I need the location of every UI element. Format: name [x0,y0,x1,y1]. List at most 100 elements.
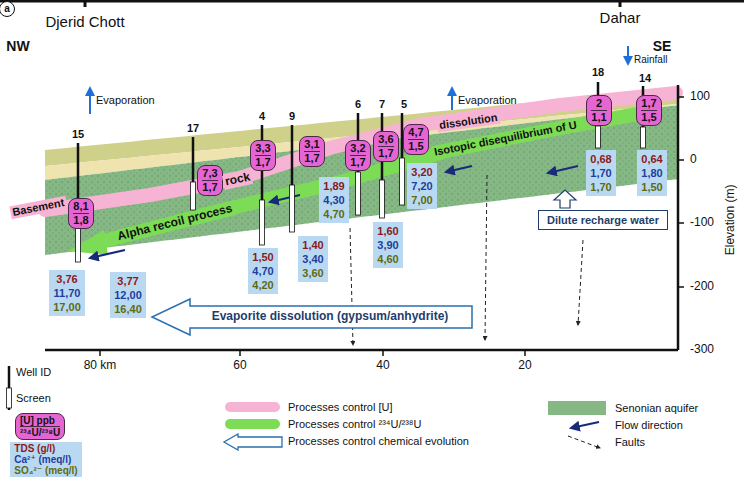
node-text: 7,20 [411,179,432,193]
well-id: 9 [289,110,295,123]
chemistry-box: 3,207,207,00 [407,163,436,209]
node-text: 3,2 [350,142,365,155]
node-text: 1,89 [323,179,344,193]
node-text: 1,5 [641,110,656,124]
legend-swatch [225,402,280,412]
axis-tick-label: -200 [690,280,714,294]
node-text: 1,50 [641,180,662,194]
chemistry-box: 0,681,701,70 [586,150,615,196]
node-text: 3,77 [114,274,142,288]
axis-tick-label: 100 [690,90,710,104]
chemistry-box: 1,504,704,20 [248,248,277,294]
node-text: 1,5 [408,139,423,153]
well-id: 15 [72,128,84,141]
well-id: 4 [259,110,265,123]
node-text: 1,70 [590,180,611,194]
node-text: 1,80 [641,166,662,180]
well-id: 14 [639,72,651,85]
axis-tick-label: 80 km [84,359,117,373]
uranium-pill: 21,1 [586,95,611,126]
node-text: 1,7 [304,151,319,165]
process-label: Evaporation [96,94,155,107]
node-text: 1,8 [73,213,88,227]
node-text: 1,7 [378,146,393,160]
node-text: 0,68 [590,152,611,166]
node-text: SO₄²⁻ (meq/l) [14,465,77,476]
node-text: 4,60 [377,252,398,266]
legend-box: TDS (g/l)Ca²⁺ (meq/l)SO₄²⁻ (meq/l) [10,442,81,477]
legend-label: Senonian aquifer [615,402,698,415]
node-text: 4,30 [323,193,344,207]
legend-symbol [222,433,284,451]
uranium-pill: 1,71,5 [636,95,661,126]
axis-tick-label: 20 [518,359,531,373]
node-text: 4,70 [252,264,273,278]
node-text: 4,20 [252,278,273,292]
node-text: 7,00 [411,193,432,207]
node-text: Dilute recharge water [547,214,659,226]
chemistry-box: 1,894,304,70 [319,177,348,223]
axis-title: Elevation (m) [724,185,738,256]
legend-label: Processes control chemical evolution [288,435,469,448]
node-text: Ca²⁺ (meq/l) [14,454,77,465]
uranium-pill: 3,21,7 [345,140,370,171]
chemistry-box: 3,7712,0016,40 [110,272,146,318]
node-text: 3,90 [377,238,398,252]
well-id: 6 [355,98,361,111]
node-text: 1,7 [350,155,365,169]
evolution-arrow: Evaporite dissolution (gypsum/anhydrite) [208,308,453,324]
node-text: 1,1 [591,110,606,124]
node-text: 16,40 [114,302,142,316]
process-label: Rainfall [634,54,667,66]
legend-label: Screen [16,392,51,405]
legend-label: Processes control ²³⁴U/²³⁸U [288,418,421,431]
direction-label: NW [6,38,29,54]
node-text: [U] ppb [20,415,60,426]
direction-label: SE [653,38,672,54]
geology [45,46,678,345]
node-text: TDS (g/l) [14,443,77,454]
legend-symbol [560,434,622,452]
recharge-box: Dilute recharge water [538,210,668,230]
axis-tick-label: 0 [690,153,697,167]
node-text: 4,7 [408,126,423,139]
axis-tick-label: -100 [690,216,714,230]
well-id: 7 [379,98,385,111]
node-text: 1,50 [252,250,273,264]
node-text: ²³⁴U/²³⁸U [20,426,60,438]
process-label: Evaporation [458,94,517,107]
node-text: 1,60 [377,224,398,238]
node-text: 3,76 [53,272,81,286]
node-text: 8,1 [73,200,88,213]
axis-tick-label: 40 [376,359,389,373]
chemistry-box: 0,641,801,50 [637,150,666,196]
well-id: 17 [187,122,199,135]
node-text: 1,40 [302,238,323,252]
well-id: 5 [401,98,407,111]
node-text: 1,7 [255,155,270,169]
node-text: 1,7 [641,97,656,110]
node-text: 4,70 [323,207,344,221]
node-text: 3,40 [302,252,323,266]
node-text: 17,00 [53,300,81,314]
chemistry-box: 1,403,403,60 [298,236,327,282]
chemistry-box: 3,7611,7017,00 [49,270,85,316]
node-text: 2 [591,97,606,110]
node-text: 3,60 [302,266,323,280]
uranium-pill: 3,31,7 [250,140,275,171]
well-id: 18 [592,66,604,79]
uranium-pill: 4,71,5 [403,124,428,155]
uranium-pill: 3,61,7 [373,131,398,162]
place-name: Dahar [600,9,641,26]
legend-swatch [548,401,606,415]
node-text: 11,70 [53,286,81,300]
legend-label: Processes control [U] [288,401,393,414]
node-text: Evaporite dissolution (gypsum/anhydrite) [212,309,449,323]
uranium-pill: 8,11,8 [68,198,93,229]
legend-label: Well ID [16,366,51,379]
legend-pill: [U] ppb²³⁴U/²³⁸U [15,413,65,440]
axis-tick-label: 60 [233,359,246,373]
legend-label: Faults [615,436,645,449]
place-name: Djerid Chott [45,13,124,30]
axes [0,0,744,410]
